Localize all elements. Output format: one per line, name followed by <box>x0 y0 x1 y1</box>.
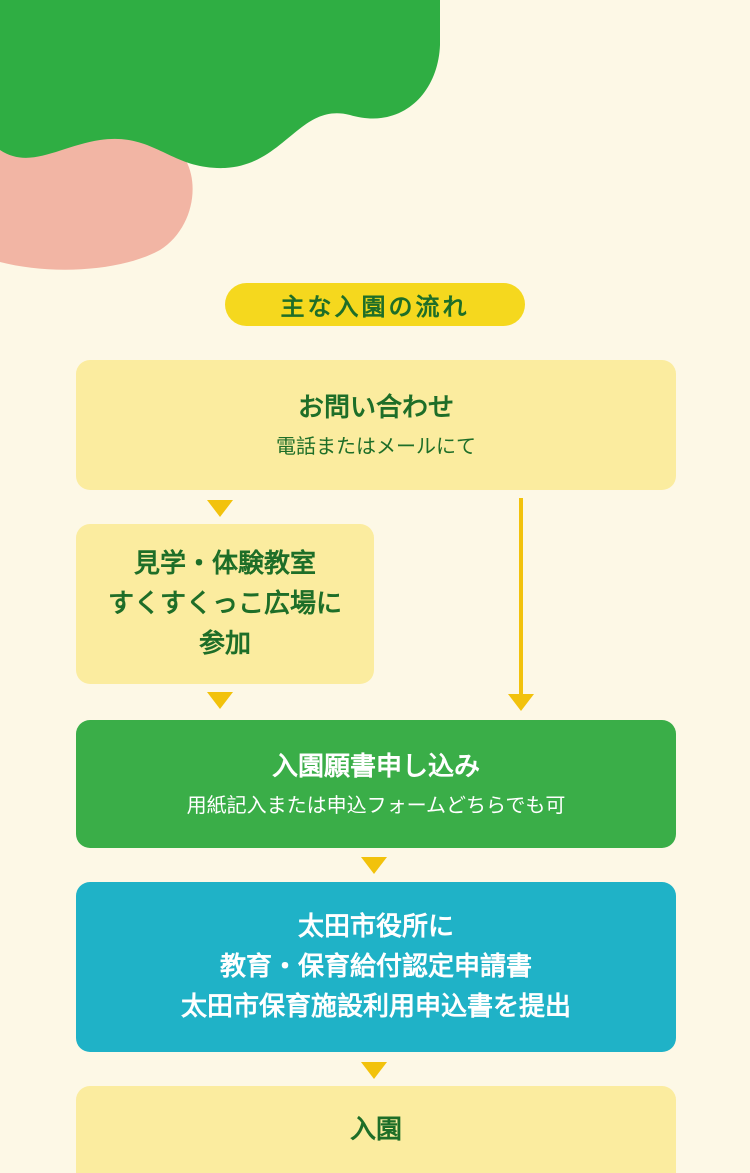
step-city-office-line: 太田市保育施設利用申込書を提出 <box>180 992 571 1022</box>
step-city-office: 太田市役所に 教育・保育給付認定申請書 太田市保育施設利用申込書を提出 <box>76 882 676 1052</box>
step-visit-line: すくすくっこ広場に <box>107 589 342 619</box>
step-application-title: 入園願書申し込み <box>271 752 480 782</box>
arrow-down-icon <box>207 692 233 709</box>
decorative-blobs <box>0 0 440 270</box>
step-visit: 見学・体験教室 すくすくっこ広場に 参加 <box>76 524 374 684</box>
step-visit-line: 見学・体験教室 <box>133 549 316 579</box>
step-application-subtitle: 用紙記入または申込フォームどちらでも可 <box>186 793 566 817</box>
step-city-office-line: 教育・保育給付認定申請書 <box>219 952 532 982</box>
step-admission: 入園 <box>76 1086 676 1173</box>
arrow-down-icon <box>207 500 233 517</box>
arrow-down-icon <box>361 857 387 874</box>
step-application: 入園願書申し込み 用紙記入または申込フォームどちらでも可 <box>76 720 676 848</box>
flow-heading: 主な入園の流れ <box>225 283 525 326</box>
step-admission-title: 入園 <box>349 1114 402 1145</box>
step-visit-line: 参加 <box>198 629 251 659</box>
step-inquiry-subtitle: 電話またはメールにて <box>276 434 476 458</box>
arrow-down-icon <box>361 1062 387 1079</box>
step-city-office-line: 太田市役所に <box>297 912 454 942</box>
step-inquiry-title: お問い合わせ <box>297 393 454 423</box>
pink-blob <box>0 130 193 270</box>
skip-line <box>519 498 523 695</box>
arrow-down-icon <box>508 694 534 711</box>
step-inquiry: お問い合わせ 電話またはメールにて <box>76 360 676 490</box>
green-wave-blob <box>0 0 440 169</box>
